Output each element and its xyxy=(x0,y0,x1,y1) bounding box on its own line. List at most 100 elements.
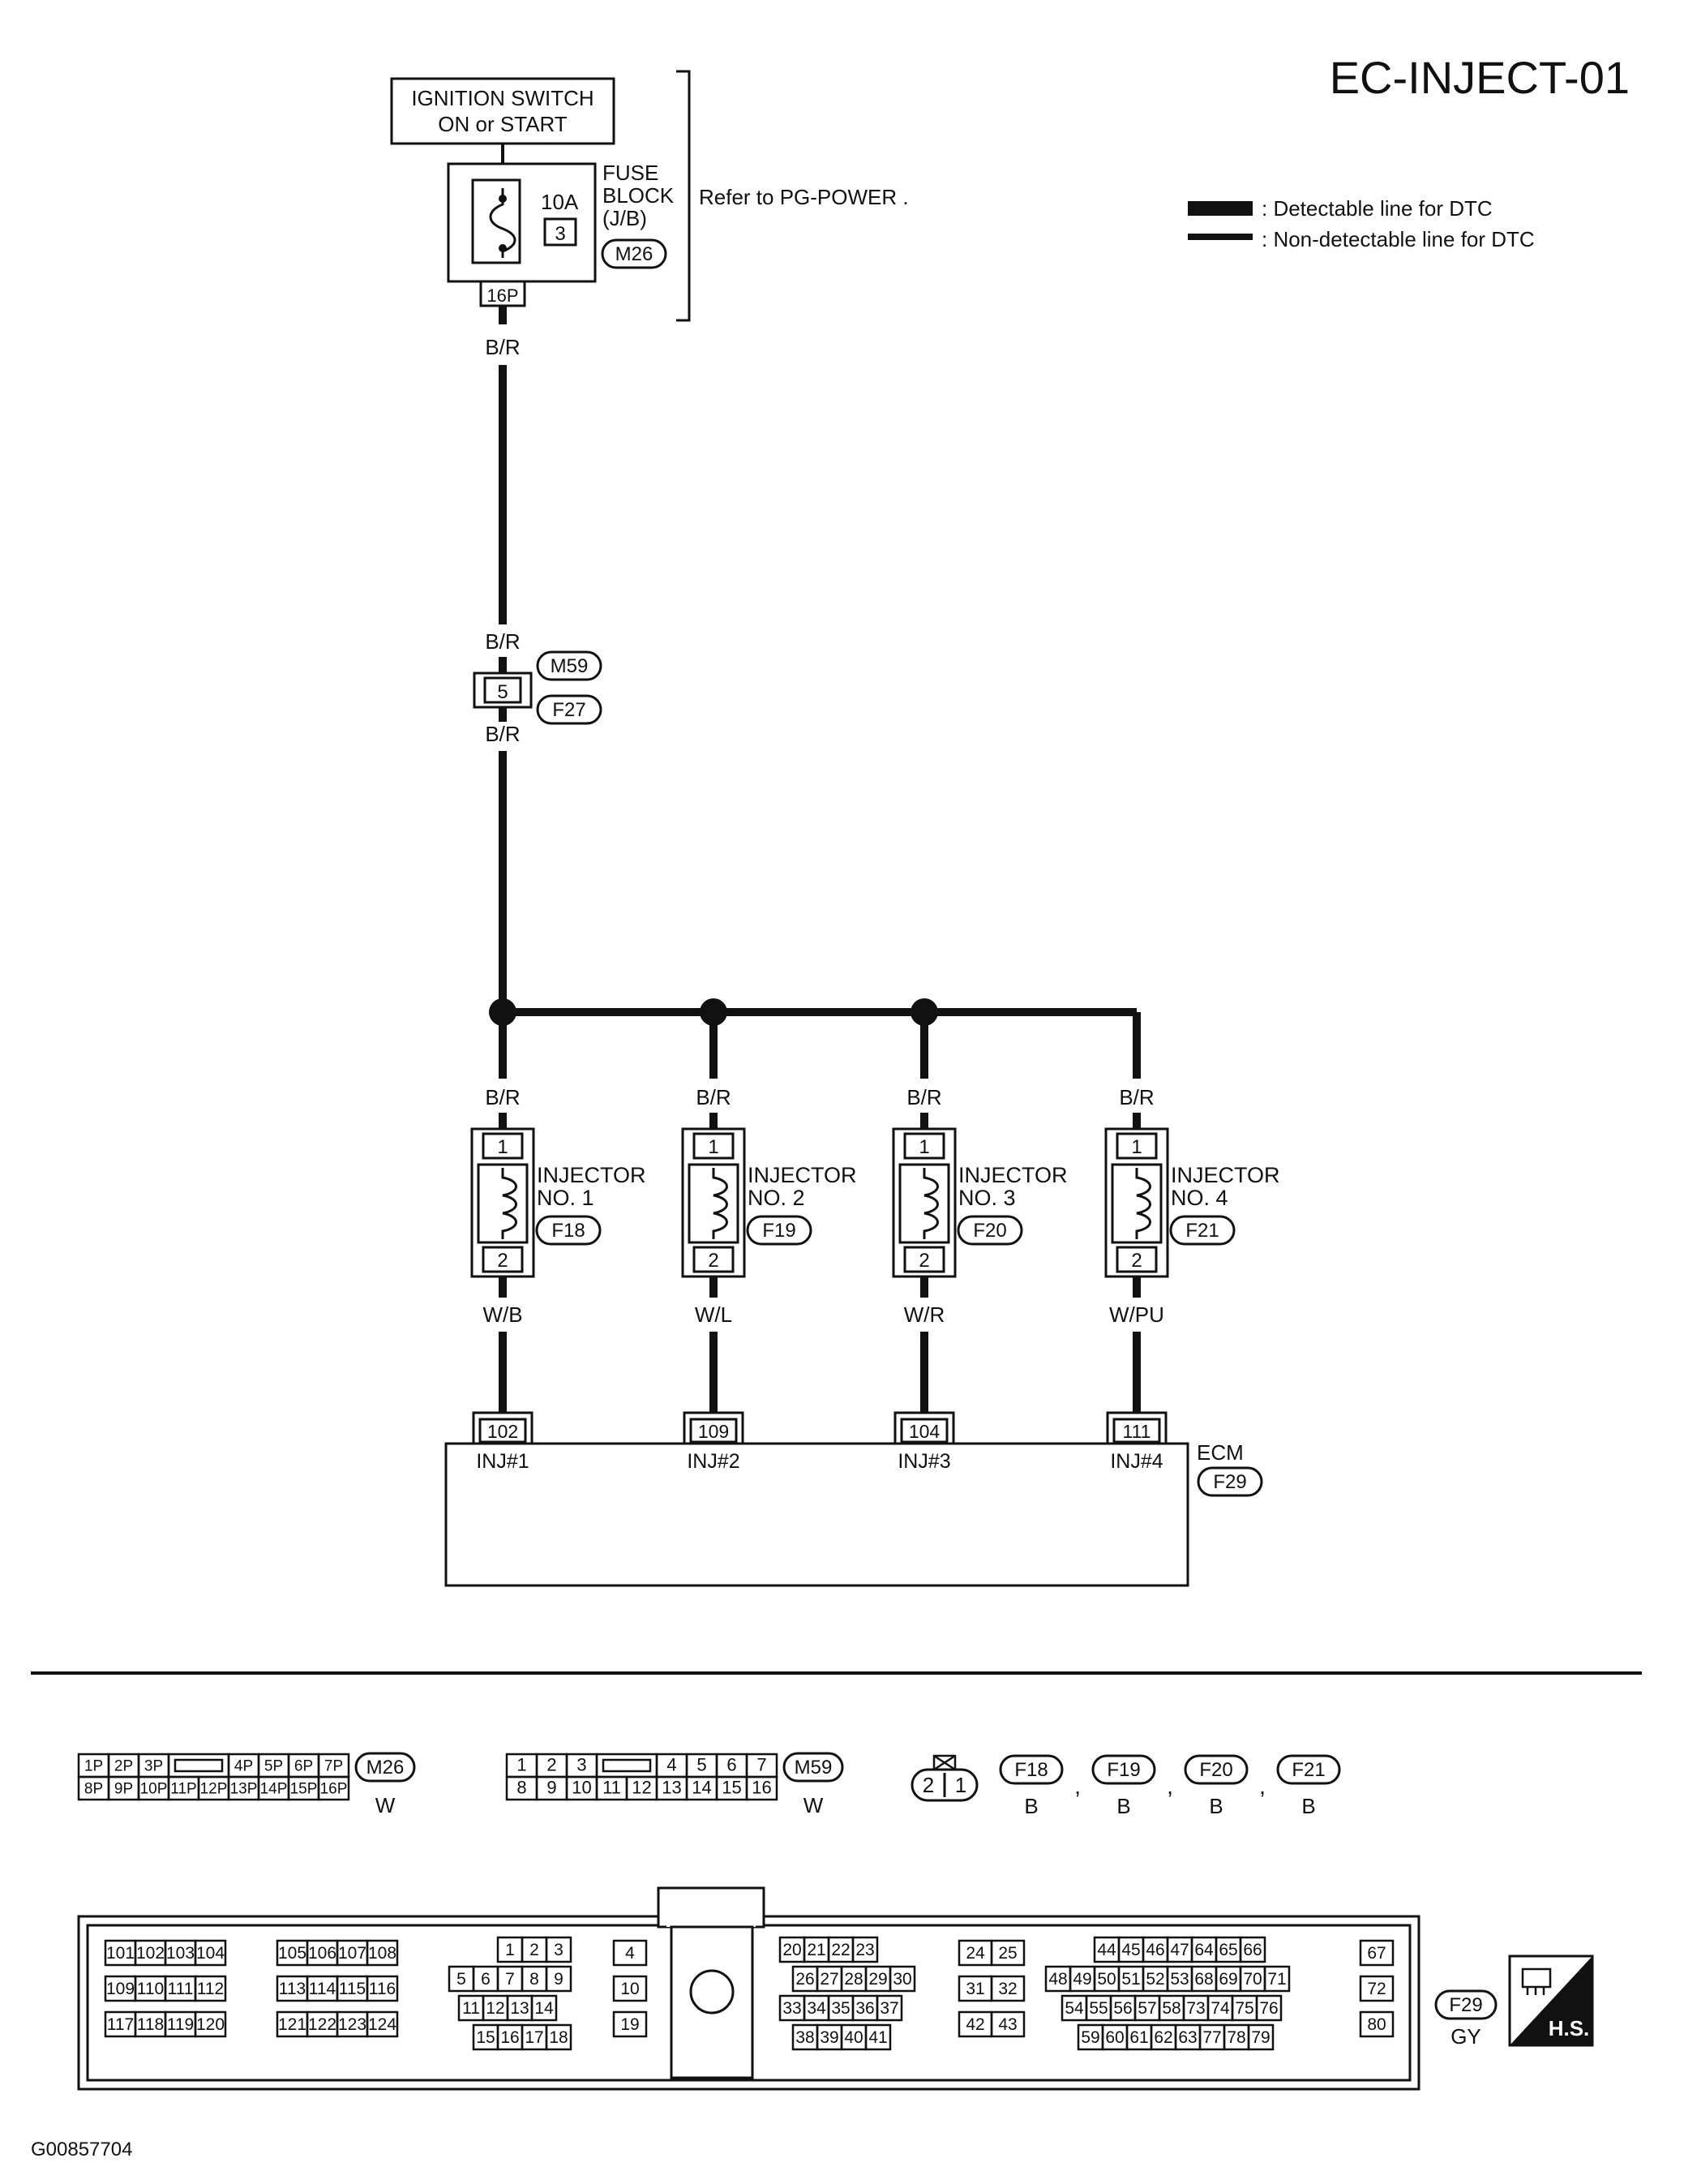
injector-4-pin-bottom: 2 xyxy=(1131,1250,1142,1272)
injector-2-connector: F19 xyxy=(762,1220,795,1242)
ignition-switch-state: ON or START xyxy=(438,112,568,136)
injector-2-wire-bottom: W/L xyxy=(695,1302,732,1327)
connector-f29-pin-116: 116 xyxy=(369,1980,396,1998)
connector-f29-pin-61: 61 xyxy=(1129,2028,1148,2047)
injector-1-pin-top: 1 xyxy=(497,1136,508,1158)
connector-f29-pin-48: 48 xyxy=(1048,1970,1067,1989)
connector-injector-id-f19: F19 xyxy=(1107,1759,1140,1781)
connector-f29-pin-14: 14 xyxy=(534,1999,554,2018)
fuse-block-connector: M26 xyxy=(615,243,653,265)
connector-f29-pin-19: 19 xyxy=(620,2015,639,2034)
wire-color-joint-bottom: B/R xyxy=(485,722,520,746)
connector-f29-pin-121: 121 xyxy=(278,2015,306,2034)
connector-f29-pin-25: 25 xyxy=(998,1944,1017,1963)
coil-icon xyxy=(712,1168,728,1239)
connector-f29-pin-105: 105 xyxy=(278,1944,306,1963)
legend-non-detectable-swatch xyxy=(1188,234,1253,240)
m59-pin-2: 2 xyxy=(546,1755,556,1775)
connector-f29-pin-17: 17 xyxy=(525,2028,543,2047)
connector-f29-pin-12: 12 xyxy=(486,1999,504,2018)
connector-f29-pin-62: 62 xyxy=(1154,2028,1172,2047)
connector-injector-pin-2: 2 xyxy=(923,1773,934,1797)
ecm-connector-id: F29 xyxy=(1213,1471,1246,1493)
ecm-pin-109: 109 xyxy=(698,1421,729,1442)
connector-f29-pin-34: 34 xyxy=(807,1999,826,2018)
m59-pin-4: 4 xyxy=(666,1755,676,1775)
connector-f29-pin-115: 115 xyxy=(339,1980,366,1998)
connector-f29-pin-55: 55 xyxy=(1089,1999,1108,2018)
connector-f29-pin-73: 73 xyxy=(1186,1999,1205,2018)
connector-f29-pin-45: 45 xyxy=(1121,1941,1140,1959)
connector-f29-pin-58: 58 xyxy=(1162,1999,1181,2018)
m59-pin-10: 10 xyxy=(572,1778,591,1798)
injector-4-connector: F21 xyxy=(1185,1220,1219,1242)
connector-f29-pin-22: 22 xyxy=(831,1941,850,1959)
connector-f29-pin-11: 11 xyxy=(462,1999,480,2018)
connector-f29-pin-43: 43 xyxy=(998,2015,1017,2034)
fuse-block-label-2: BLOCK xyxy=(602,183,675,208)
injector-2-name: INJECTOR xyxy=(748,1163,857,1187)
m59-pin-1: 1 xyxy=(516,1755,526,1775)
injector-3-connector: F20 xyxy=(973,1220,1006,1242)
fuse-terminal: 16P xyxy=(486,285,518,306)
injector-3-wire-top: B/R xyxy=(906,1085,941,1109)
ecm-pin-102: 102 xyxy=(487,1421,518,1442)
connector-f29-pin-26: 26 xyxy=(795,1970,814,1989)
connector-f29-pin-3: 3 xyxy=(554,1941,563,1959)
connector-f29-pin-123: 123 xyxy=(338,2015,366,2034)
connector-f29-pin-40: 40 xyxy=(844,2028,863,2047)
joint-connector-pin: 5 xyxy=(497,681,508,703)
connector-f29-pin-72: 72 xyxy=(1367,1980,1386,1998)
connector-f29-pin-108: 108 xyxy=(368,1944,396,1963)
connector-f29-pin-77: 77 xyxy=(1202,2028,1221,2047)
m26-pin-5P: 5P xyxy=(264,1758,283,1775)
legend-detectable-swatch xyxy=(1188,201,1253,216)
connector-f29-pin-35: 35 xyxy=(831,1999,850,2018)
fuse-amperage: 10A xyxy=(541,190,579,214)
legend-non-detectable-text: : Non-detectable line for DTC xyxy=(1262,227,1535,251)
connector-f29-pin-28: 28 xyxy=(844,1970,863,1989)
connector-f29-pin-39: 39 xyxy=(820,2028,838,2047)
legend-detectable-text: : Detectable line for DTC xyxy=(1262,196,1493,221)
m26-pin-3P: 3P xyxy=(144,1758,163,1775)
connector-f29-id: F29 xyxy=(1449,1994,1482,2016)
connector-f29-pin-27: 27 xyxy=(820,1970,838,1989)
connector-f29-pin-9: 9 xyxy=(554,1970,563,1989)
injector-2-pin-bottom: 2 xyxy=(708,1250,718,1272)
harness-side-label: H.S. xyxy=(1549,2016,1590,2040)
connector-f29-pin-59: 59 xyxy=(1081,2028,1099,2047)
m59-pin-5: 5 xyxy=(696,1755,706,1775)
injector-4-number: NO. 4 xyxy=(1171,1186,1228,1210)
connector-f29-pin-120: 120 xyxy=(196,2015,225,2034)
injector-2-number: NO. 2 xyxy=(748,1186,805,1210)
m26-pin-13P: 13P xyxy=(230,1781,258,1798)
m59-pin-11: 11 xyxy=(602,1778,621,1798)
harness-side-badge: H.S. xyxy=(1508,1954,1594,2047)
connector-injector-id-f20: F20 xyxy=(1199,1759,1232,1781)
connector-injector-id-f21: F21 xyxy=(1292,1759,1325,1781)
connector-injector-color-1: B xyxy=(1024,1794,1038,1818)
m26-pin-6P: 6P xyxy=(294,1758,313,1775)
connector-f29-pin-37: 37 xyxy=(880,1999,898,2018)
connector-f29-pin-102: 102 xyxy=(136,1944,165,1963)
connector-f29-pin-113: 113 xyxy=(279,1980,306,1998)
fuse-holder xyxy=(471,178,521,264)
separator-comma: , xyxy=(1259,1774,1266,1799)
injector-2-pin-top: 1 xyxy=(708,1136,718,1158)
connector-f29-pin-10: 10 xyxy=(620,1980,639,1998)
connector-f29-pin-80: 80 xyxy=(1367,2015,1386,2034)
connector-f29-pin-42: 42 xyxy=(966,2015,984,2034)
diagram-title: EC-INJECT-01 xyxy=(1330,52,1630,103)
connector-f29-pin-50: 50 xyxy=(1097,1970,1116,1989)
m26-pin-11P: 11P xyxy=(170,1781,196,1798)
connector-f29-pin-112: 112 xyxy=(197,1980,224,1998)
separator-comma: , xyxy=(1074,1774,1081,1799)
fuse-number: 3 xyxy=(555,223,565,245)
connector-injector-color-4: B xyxy=(1301,1794,1315,1818)
